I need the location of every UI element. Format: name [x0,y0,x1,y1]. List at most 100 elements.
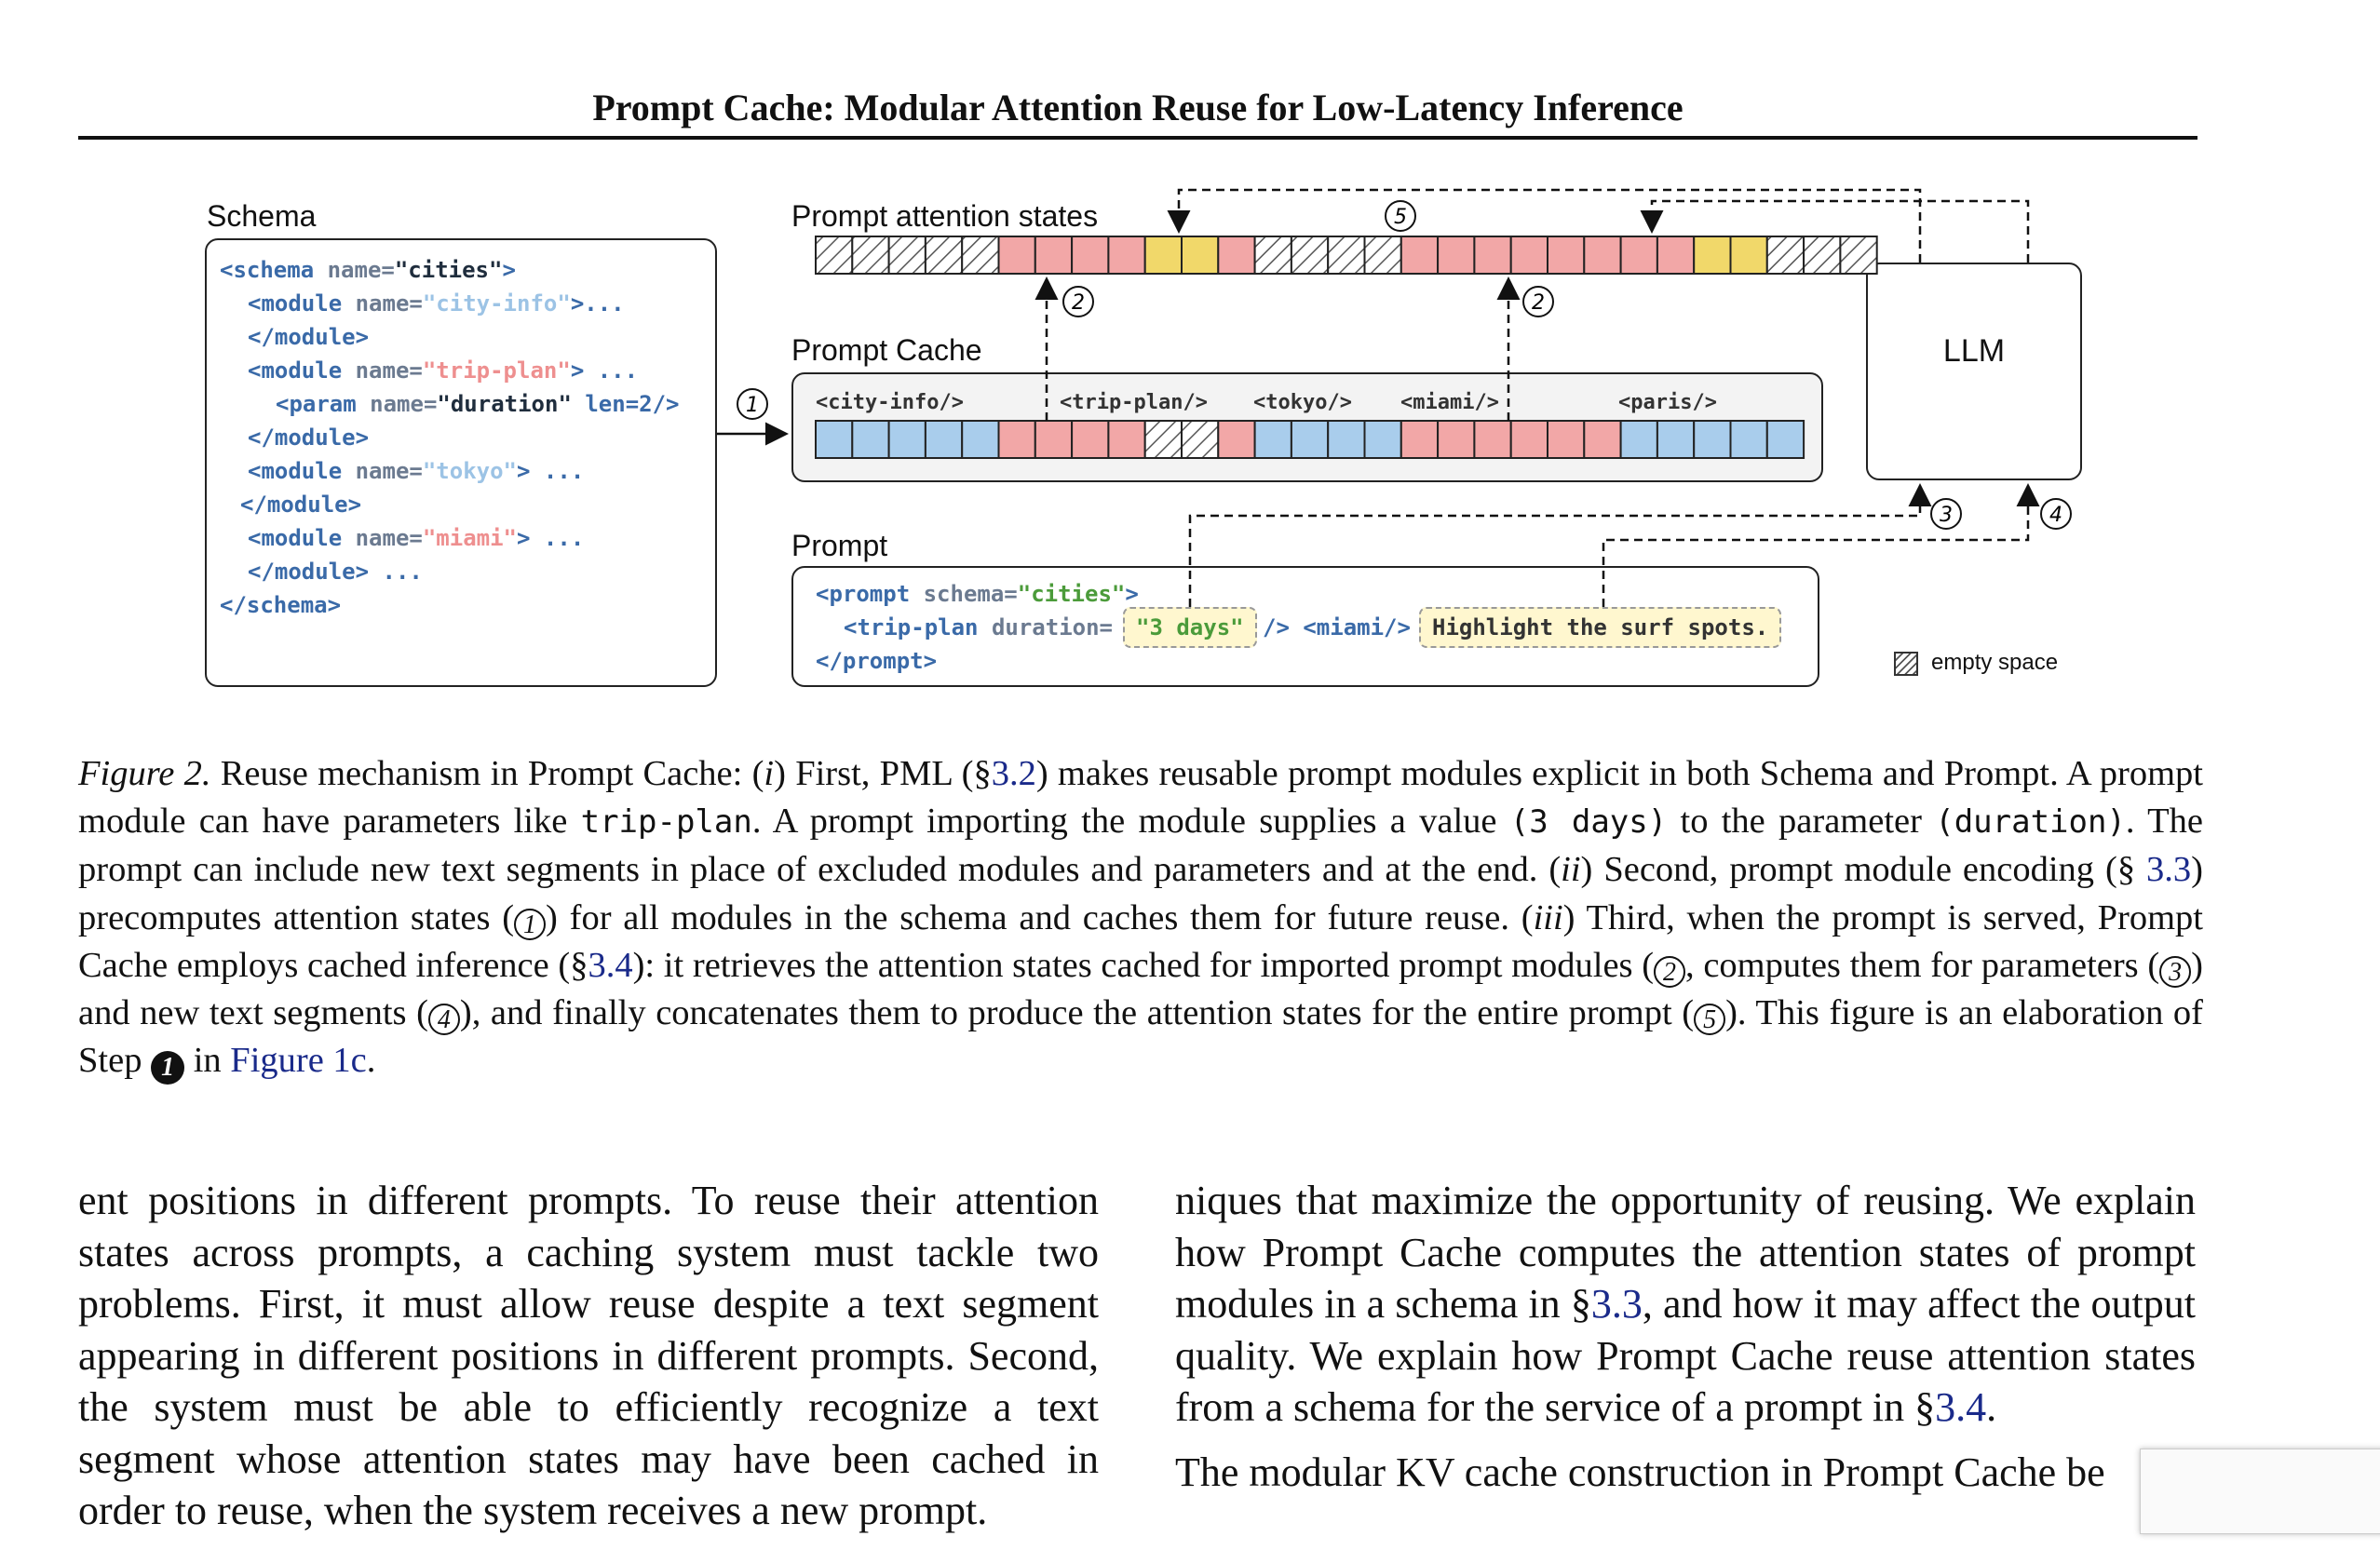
cache-state-token [1253,420,1292,459]
new-text-segment-pill: Highlight the surf spots. [1419,607,1782,648]
schema-box [205,238,717,687]
attention-state-token [1729,236,1768,275]
circled-4: 4 [427,1004,460,1036]
segment-tokyo: <tokyo/> [1253,391,1352,414]
cache-state-token [1656,420,1696,459]
cache-state-token [1181,420,1220,459]
svg-text:5: 5 [1394,206,1407,229]
cache-state-token [997,420,1036,459]
circled-5: 5 [1694,1004,1726,1036]
step-marker-5: 5 [1385,200,1416,232]
step-marker-3: 3 [1930,498,1962,530]
step-marker-4: 4 [2040,498,2072,530]
cache-state-token [1509,420,1548,459]
param-value-pill: "3 days" [1123,607,1257,648]
circled-2: 2 [1654,955,1686,988]
cache-state-token [1547,420,1586,459]
attention-state-token [1143,236,1183,275]
cache-state-token [1619,420,1658,459]
figure-diagram: 1 2 2 3 4 5 [717,188,2072,607]
ref-3-4-body[interactable]: 3.4 [1935,1384,1987,1430]
body-right-paragraph-2: The modular KV cache construction in Pro… [1175,1449,2105,1495]
body-left-paragraph: ent positions in different prompts. To r… [78,1178,1099,1533]
ref-3-2[interactable]: 3.2 [991,754,1036,793]
attention-state-token [1509,236,1548,275]
attention-state-token [1473,236,1512,275]
attention-state-token [997,236,1036,275]
svg-text:4: 4 [2049,504,2062,527]
step-1-filled: 1 [151,1051,185,1085]
figure-caption: Figure 2. Reuse mechanism in Prompt Cach… [78,750,2203,1085]
cache-state-token [1290,420,1330,459]
cache-state-token [1437,420,1476,459]
ref-3-3-body[interactable]: 3.3 [1590,1281,1643,1327]
cache-state-token [1693,420,1732,459]
attention-state-token [1547,236,1586,275]
prompt-label: Prompt [791,529,888,562]
cache-state-token [815,420,854,459]
attention-state-token [1693,236,1732,275]
attention-state-token [1217,236,1256,275]
llm-box: LLM [1866,263,2082,480]
attention-state-token [1181,236,1220,275]
schema-label: Schema [207,199,317,233]
step-marker-2b: 2 [1522,286,1554,317]
attention-state-token [1583,236,1622,275]
attention-state-token [1803,236,1842,275]
cache-state-token [1327,420,1366,459]
attention-state-token [1290,236,1330,275]
attention-state-token [887,236,926,275]
svg-text:3: 3 [1940,504,1953,527]
attention-state-token [1437,236,1476,275]
attention-state-token [924,236,964,275]
attention-state-token [1400,236,1440,275]
attention-state-token [1619,236,1658,275]
attention-state-token [1071,236,1110,275]
cache-state-token [1729,420,1768,459]
attention-state-token [815,236,854,275]
figure-number: Figure 2. [78,754,211,793]
ref-3-4[interactable]: 3.4 [588,945,633,985]
cache-state-token [1400,420,1440,459]
legend-empty-space: empty space [1931,650,2059,675]
attention-state-token [1327,236,1366,275]
body-column-right: niques that maximize the opportunity of … [1175,1175,2196,1511]
circled-1: 1 [514,908,547,940]
attention-states-label: Prompt attention states [791,199,1099,233]
cache-state-token [1765,420,1805,459]
step-marker-1: 1 [737,388,768,420]
cache-state-token [961,420,1000,459]
attention-state-token [1656,236,1696,275]
cache-state-token [1034,420,1074,459]
cache-state-token [851,420,890,459]
attention-state-token [961,236,1000,275]
page-thumbnail-preview[interactable] [2140,1449,2380,1534]
attention-state-token [1839,236,1878,275]
cache-state-token [1583,420,1622,459]
legend-hatch-swatch [1894,652,1918,676]
segment-paris: <paris/> [1618,391,1717,414]
running-header: Prompt Cache: Modular Attention Reuse fo… [592,87,1684,128]
step-marker-2a: 2 [1062,286,1094,317]
segment-city-info: <city-info/> [816,391,964,414]
attention-state-token [1107,236,1146,275]
cache-state-token [1473,420,1512,459]
segment-trip-plan: <trip-plan/> [1060,391,1208,414]
attention-state-token [851,236,890,275]
circled-3: 3 [2159,955,2192,988]
attention-state-token [1034,236,1074,275]
cache-state-token [1107,420,1146,459]
ref-figure-1c[interactable]: Figure 1c [230,1041,367,1081]
attention-state-token [1253,236,1292,275]
cache-state-token [924,420,964,459]
attention-state-token [1765,236,1805,275]
attention-state-token [1363,236,1402,275]
cache-state-token [1143,420,1183,459]
cache-state-token [887,420,926,459]
prompt-cache-label: Prompt Cache [791,333,982,367]
header-rule [78,136,2197,140]
cache-state-token [1071,420,1110,459]
llm-label: LLM [1942,333,2006,369]
body-column-left: ent positions in different prompts. To r… [78,1175,1099,1550]
ref-3-3[interactable]: 3.3 [2146,850,2192,890]
